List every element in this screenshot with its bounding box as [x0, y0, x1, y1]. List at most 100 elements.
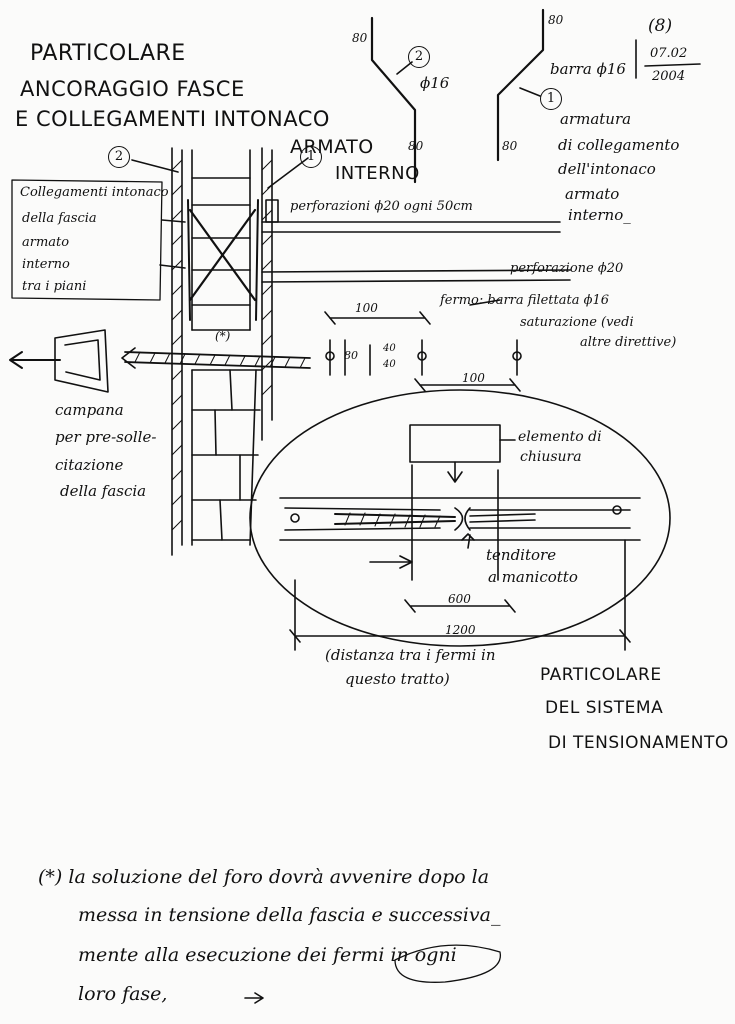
- wall-section: [171, 147, 273, 556]
- reinforcement-note-3: dell'intonaco: [558, 160, 656, 178]
- reinforcement-note-5: interno_: [568, 206, 631, 224]
- anchor-arrow: [121, 347, 136, 369]
- bell-note-2: per pre-solle-: [55, 428, 157, 446]
- connection-note-box: [11, 179, 163, 301]
- dim-tick: [324, 311, 431, 325]
- direction-arrow: [369, 555, 413, 569]
- anchor-point-2: [417, 351, 427, 361]
- dim-tick-2: [414, 378, 521, 392]
- leader-anchor-note: [469, 299, 501, 306]
- footnote-line-1: (*) la soluzione del foro dovrà avvenire…: [38, 866, 490, 888]
- dim-80-c: 80: [548, 13, 564, 27]
- connection-note-1: Collegamenti intonaco: [20, 185, 169, 200]
- reinforcement-note-1: armatura: [560, 110, 632, 128]
- title-line-2: ANCORAGGIO FASCE: [20, 77, 245, 101]
- tension-title-3: DI TENSIONAMENTO: [548, 733, 729, 753]
- dim-1200-verticals: [294, 539, 626, 651]
- connection-note-2: della fascia: [22, 211, 97, 226]
- spacing-note-1: (distanza tra i fermi in: [325, 646, 496, 664]
- anchor-bar: [124, 351, 311, 369]
- anchor-bar-hatch: [134, 351, 306, 369]
- perforation-anchor-plate: [265, 199, 279, 223]
- bell-shape: [54, 329, 109, 393]
- marker-bar-1: 1: [540, 88, 562, 110]
- perforation-line-upper: [261, 221, 561, 233]
- marker-section-1: 1: [300, 146, 322, 168]
- tensioner-pointer: [461, 533, 475, 549]
- tension-rod-right: [469, 513, 536, 523]
- perforation-lower-label: perforazione ϕ20: [510, 261, 624, 276]
- bar-2-diameter: ϕ16: [420, 74, 450, 92]
- perforation-upper-label: perforazioni ϕ20 ogni 50cm: [290, 199, 473, 214]
- footnote-line-2: messa in tensione della fascia e success…: [78, 904, 501, 926]
- dim-80: 80: [344, 349, 358, 362]
- marker-section-2: 2: [108, 146, 130, 168]
- date: 07.02: [650, 46, 688, 61]
- anchor-note-2: saturazione (vedi: [520, 315, 634, 330]
- bent-bar-1: [496, 8, 545, 162]
- anchor-note-3: altre direttive): [580, 335, 677, 350]
- detail-anchor-1: [290, 513, 300, 523]
- title-line-3: E COLLEGAMENTI INTONACO: [15, 107, 330, 131]
- tension-bar-lines: [279, 497, 641, 541]
- date-underline: [644, 63, 701, 67]
- sheet-number: (8): [648, 16, 673, 36]
- bell-inner: [64, 339, 101, 381]
- connection-note-leader-a: [161, 219, 186, 223]
- title-line-1: PARTICOLARE: [30, 41, 186, 66]
- detail-verticals: [411, 464, 499, 581]
- anchor-point-1: [325, 351, 335, 361]
- leader-bar-1: [519, 87, 541, 97]
- tension-rod-hatch: [344, 512, 441, 528]
- bell-arrow: [9, 351, 61, 369]
- dim-80-a: 80: [352, 31, 368, 45]
- dim-100-top: 100: [355, 301, 378, 315]
- closure-label-2: chiusura: [520, 449, 582, 465]
- bent-bar-2: [370, 16, 417, 184]
- perforation-line-lower: [261, 269, 571, 283]
- bar-1-label: barra ϕ16: [550, 60, 626, 78]
- title-line-5: INTERNO: [335, 163, 420, 184]
- closure-label-1: elemento di: [518, 429, 602, 445]
- connection-note-4: interno: [22, 257, 70, 272]
- dim-line-600: [404, 599, 516, 613]
- reinforcement-note-4: armato: [565, 185, 620, 203]
- bell-note-3: citazione: [55, 456, 124, 474]
- turnbuckle: [454, 507, 471, 531]
- spacing-note-2: questo tratto): [345, 670, 450, 688]
- marker-bar-2: 2: [408, 46, 430, 68]
- tension-title-1: PARTICOLARE: [540, 665, 662, 685]
- bell-note-4: della fascia: [60, 482, 147, 500]
- footnote-line-4: loro fase,: [78, 983, 168, 1005]
- leader-section-2: [131, 159, 179, 173]
- anchor-positions: [329, 339, 518, 376]
- connection-note-leader-b: [159, 264, 186, 269]
- dim-600: 600: [448, 592, 471, 606]
- tensioner-label-2: a manicotto: [488, 568, 578, 586]
- dim-100-bottom: 100: [462, 371, 485, 385]
- footnote-line-3: mente alla esecuzione dei fermi in ogni: [78, 944, 457, 966]
- footnote-highlight: [394, 944, 501, 983]
- dim-40-b: 40: [383, 359, 396, 370]
- detail-anchor-2: [612, 505, 622, 515]
- bell-note-1: campana: [55, 401, 124, 419]
- tension-detail-ellipse: [249, 389, 671, 647]
- connection-note-3: armato: [22, 235, 70, 250]
- tension-rod: [334, 513, 456, 525]
- footnote-end-arrow: [244, 992, 264, 1004]
- tension-title-2: DEL SISTEMA: [545, 698, 664, 718]
- closure-arrow: [447, 461, 463, 483]
- leader-bar-2: [396, 61, 413, 75]
- anchor-point-3: [512, 351, 522, 361]
- dim-80-b: 80: [408, 139, 424, 153]
- tensioner-label-1: tenditore: [486, 546, 557, 564]
- reinforcement-note-2: di collegamento: [558, 136, 680, 154]
- connection-note-5: tra i piani: [22, 279, 87, 294]
- closure-element: [409, 424, 501, 463]
- anchor-note-1: fermo: barra filettata ϕ16: [440, 293, 609, 308]
- dim-80-d: 80: [502, 139, 518, 153]
- dim-1200: 1200: [445, 623, 476, 637]
- year: 2004: [652, 69, 686, 84]
